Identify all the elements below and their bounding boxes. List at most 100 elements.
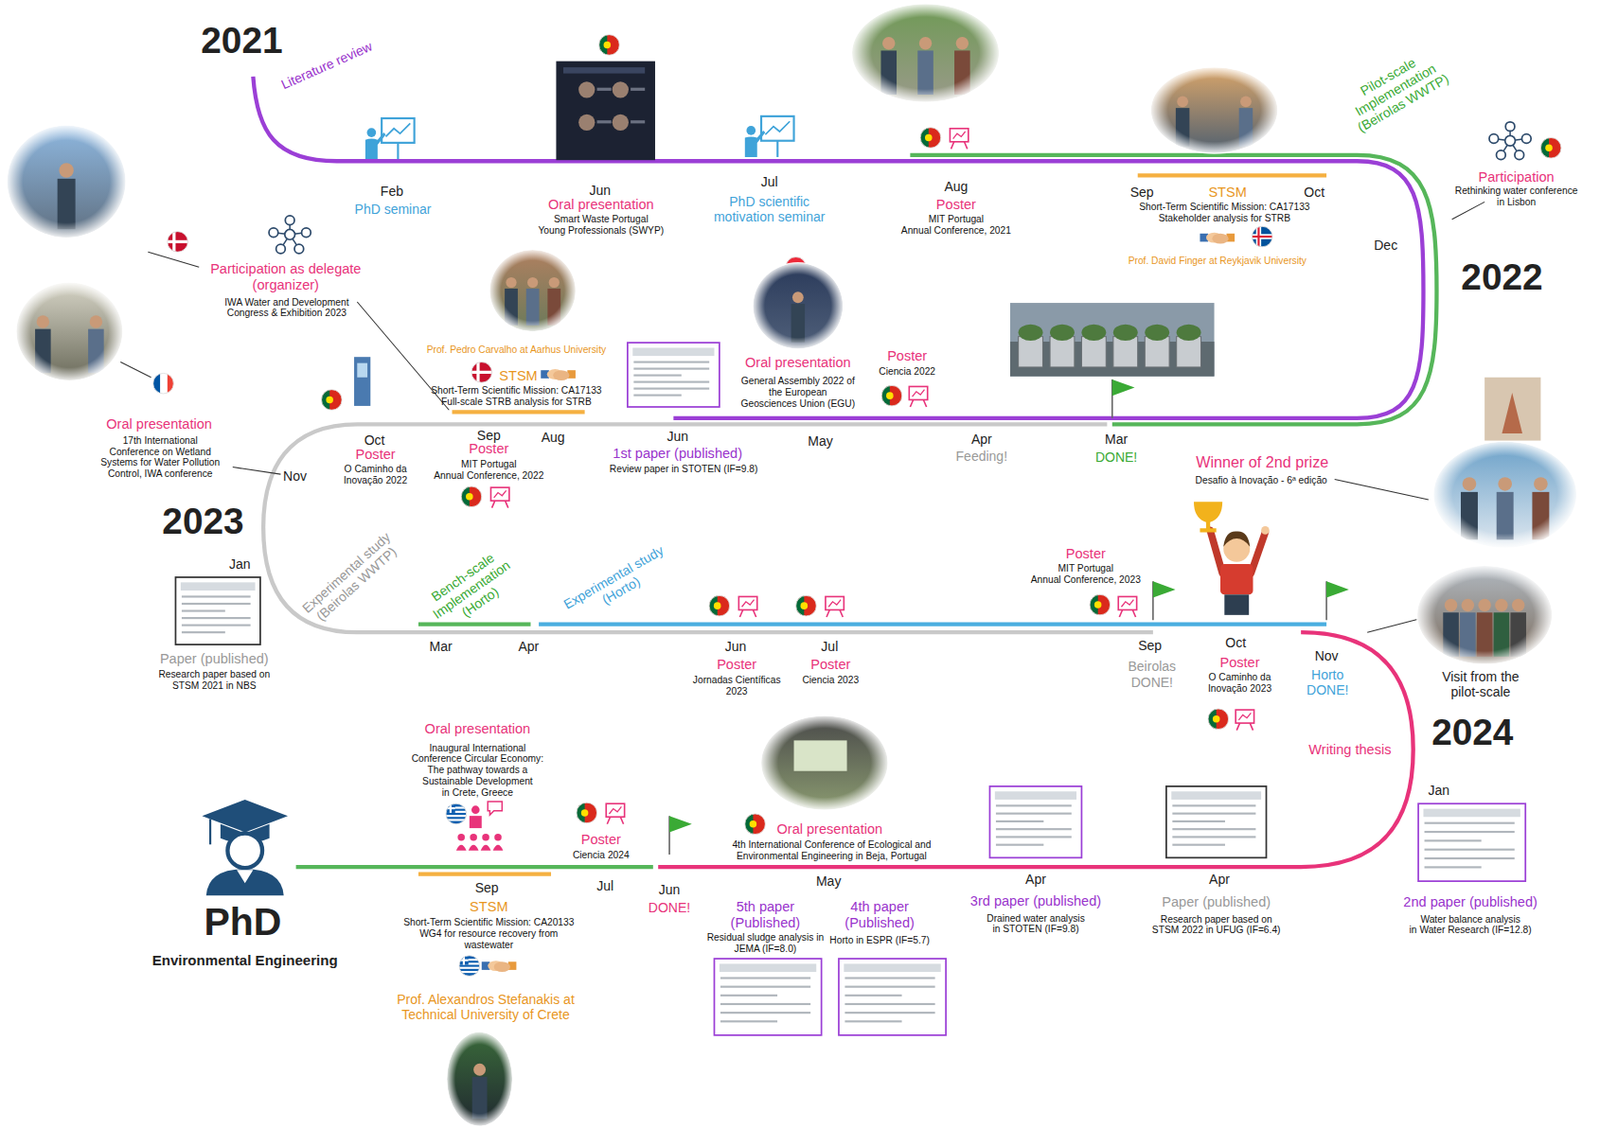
event-detail: Jornadas Científicas 2023	[693, 675, 782, 699]
photo-fade	[6, 124, 127, 239]
standee	[354, 356, 371, 407]
body	[365, 132, 387, 160]
paper-line	[720, 1020, 778, 1023]
photo-fade	[1432, 441, 1578, 550]
event-detail: Ciencia 2023	[801, 675, 859, 687]
leader-line	[1452, 201, 1485, 219]
speaker-photo	[578, 114, 595, 131]
photo-fade	[1150, 66, 1280, 155]
date-label: Sep	[477, 427, 501, 444]
date-label: Aug	[943, 178, 968, 195]
flag-part	[581, 809, 589, 818]
photo-fade	[760, 714, 889, 811]
flag-part	[1251, 226, 1273, 248]
poster-bg	[555, 61, 656, 161]
plant	[1081, 324, 1106, 341]
poster-board	[1235, 710, 1254, 724]
photo-bg	[1484, 377, 1541, 442]
portugal-flag	[599, 35, 621, 56]
head	[367, 127, 377, 138]
paper-line	[633, 368, 710, 371]
flag-part	[153, 373, 161, 394]
event-detail: Short-Term Scientific Mission: CA17133 S…	[1138, 202, 1310, 226]
flag-part	[1251, 233, 1273, 239]
poster-chart	[1120, 600, 1134, 608]
event-detail: MIT Portugal Annual Conference, 2021	[901, 213, 1012, 237]
poster-legs	[950, 142, 967, 150]
date-label: Mar	[429, 639, 453, 655]
paper-line	[181, 617, 251, 620]
flag-part	[1545, 143, 1553, 152]
event-title: Poster	[355, 445, 396, 463]
head	[457, 834, 465, 842]
paper-line	[181, 631, 226, 634]
paper-frame	[989, 786, 1082, 858]
paper-line	[1424, 839, 1482, 842]
paper-line	[633, 388, 710, 391]
timeline-path	[418, 622, 532, 626]
poster-icon	[1118, 596, 1137, 618]
network-node	[276, 244, 286, 254]
leader-line	[232, 467, 282, 476]
board-chart	[764, 121, 790, 135]
greece-flag	[445, 803, 467, 825]
portugal-flag	[881, 385, 903, 407]
heading-label: PhD	[204, 901, 283, 946]
paper-header	[995, 791, 1077, 800]
flag-part	[800, 602, 809, 610]
date-label: Apr	[517, 639, 539, 655]
event-title: Poster	[887, 348, 927, 365]
flag-part	[1212, 715, 1221, 724]
poster-board	[1118, 596, 1137, 610]
paper-header	[1422, 809, 1520, 818]
photo-fade	[751, 262, 844, 351]
poster-board	[738, 596, 757, 610]
poster-icon	[825, 596, 844, 618]
timeline-path	[296, 865, 654, 870]
paper-frame	[1166, 786, 1267, 858]
paper-line	[1172, 804, 1256, 807]
hand	[1211, 233, 1228, 245]
arm	[1250, 533, 1265, 574]
speaker-line	[597, 88, 612, 91]
board	[381, 118, 414, 143]
award	[1501, 392, 1523, 434]
flag-part	[713, 602, 722, 610]
event-title: Writing thesis	[1308, 742, 1391, 759]
tank	[1049, 337, 1075, 368]
speaker-poster	[555, 61, 656, 161]
poster-icon	[908, 386, 927, 408]
flag-part	[796, 595, 818, 617]
flag-part	[604, 41, 612, 50]
flag-outline	[745, 814, 766, 836]
muted-label: Feeding!	[956, 448, 1008, 464]
date-label: May	[807, 433, 833, 449]
flag-outline	[471, 362, 493, 384]
date-label: Jun	[589, 181, 612, 197]
date-label: Jun	[725, 639, 747, 655]
flag-part	[160, 373, 168, 394]
flag-part	[886, 391, 894, 400]
poster-chart	[912, 390, 925, 398]
poster-legs	[909, 399, 926, 408]
event-detail: Residual sludge analysis in JEMA (IF=8.0…	[707, 932, 824, 956]
network-hub	[284, 229, 296, 240]
flag-outline	[1208, 709, 1229, 730]
speaker-photo	[612, 81, 629, 98]
poster-board	[605, 803, 624, 818]
flag-cloth	[1112, 379, 1136, 396]
portugal-flag	[1089, 594, 1111, 616]
poster-board	[490, 487, 509, 501]
event-detail: Research paper based on STSM 2022 in UFU…	[1152, 914, 1281, 938]
tank	[1176, 337, 1202, 368]
portugal-flag	[1540, 137, 1562, 159]
paper-line	[844, 995, 902, 997]
leader-line	[147, 251, 199, 267]
speech-bubble	[487, 801, 502, 816]
poster-header	[563, 67, 645, 73]
event-detail: O Caminho da Inovação 2023	[1208, 672, 1272, 695]
wetland-photo	[1010, 302, 1215, 377]
portugal-flag	[576, 802, 598, 824]
flag-outline	[576, 802, 598, 824]
paper-title: 5th paper (Published)	[730, 899, 801, 931]
